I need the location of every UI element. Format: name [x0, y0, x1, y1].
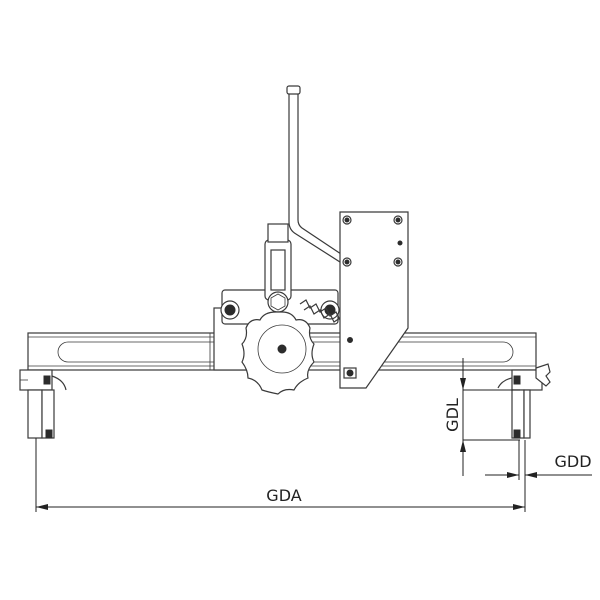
gdl-label: GDL	[443, 398, 462, 432]
gda-label: GDA	[266, 486, 301, 505]
right-leg	[497, 363, 551, 439]
left-leg	[19, 369, 67, 439]
adjustment-knob	[241, 311, 315, 395]
gdd-label: GDD	[554, 452, 591, 471]
gdd-dimension	[485, 440, 592, 480]
lever-handle	[286, 85, 345, 263]
mounting-plate	[339, 211, 409, 389]
gdl-dimension	[460, 358, 520, 476]
